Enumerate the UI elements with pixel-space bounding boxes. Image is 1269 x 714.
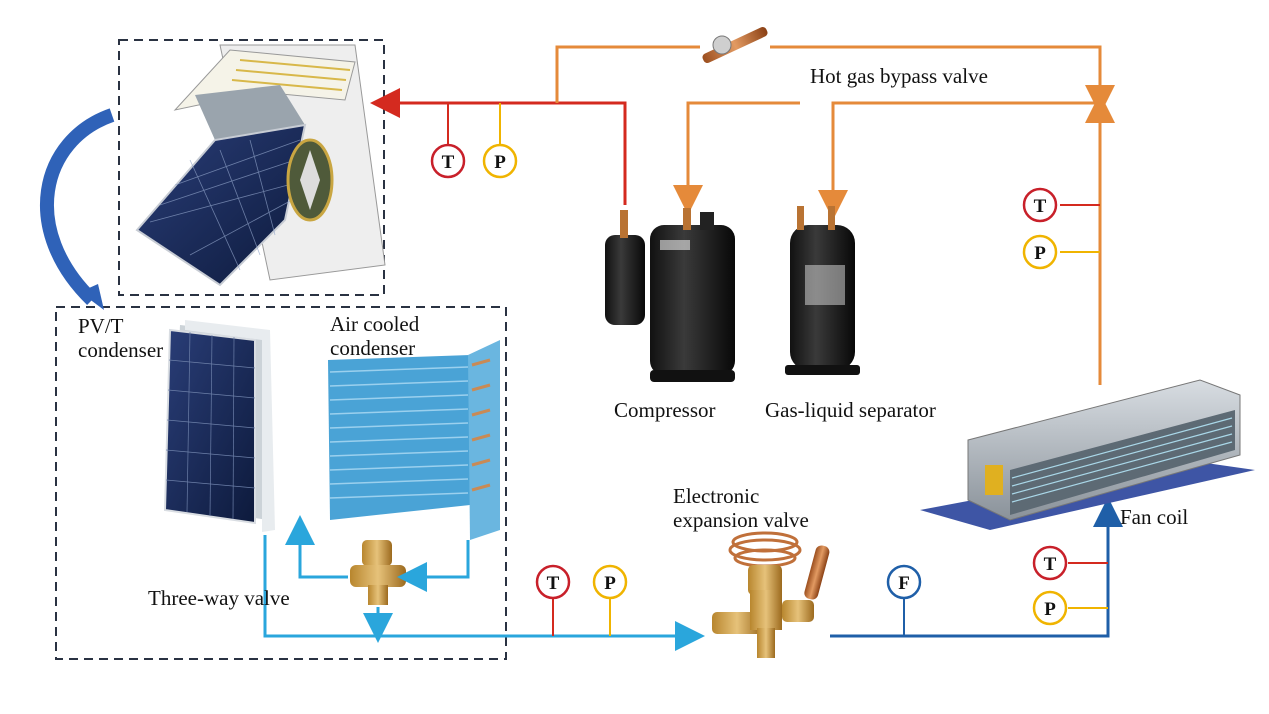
label-eev-1: Electronic [673, 484, 760, 508]
label-pvt-condenser-2: condenser [78, 338, 164, 362]
label-eev-2: expansion valve [673, 508, 809, 532]
discharge-line [370, 88, 627, 205]
top-pvt-module-box [118, 39, 385, 296]
aircooled-to-three-way-line [397, 540, 470, 592]
label-three-way-valve: Three-way valve [148, 586, 290, 610]
sensor-discharge-p: P [482, 143, 518, 179]
curved-arrow-head-icon [80, 284, 104, 310]
svg-text:T: T [547, 573, 560, 594]
svg-text:T: T [442, 152, 455, 173]
svg-text:P: P [494, 152, 506, 173]
pvt-module-image [135, 44, 386, 287]
pvt-condenser-image [163, 320, 275, 532]
sensor-fancoil-in-p: P [1032, 590, 1068, 626]
hot-gas-bypass-valve-image [702, 26, 768, 64]
sensor-liquid-p: P [592, 564, 628, 600]
label-compressor: Compressor [614, 398, 716, 422]
sensor-discharge-t: T [430, 143, 466, 179]
label-air-cooled-1: Air cooled [330, 312, 420, 336]
svg-text:F: F [898, 573, 910, 594]
label-hot-gas-bypass-valve: Hot gas bypass valve [810, 64, 988, 88]
svg-text:P: P [604, 573, 616, 594]
separator-inlet-line [818, 101, 1100, 220]
svg-text:P: P [1044, 599, 1056, 620]
air-cooled-condenser-image [328, 340, 500, 540]
bypass-outlet-line [770, 45, 1115, 115]
label-pvt-condenser-1: PV/T [78, 314, 124, 338]
three-way-valve-image [350, 540, 406, 605]
svg-text:T: T [1034, 196, 1047, 217]
svg-text:T: T [1044, 554, 1057, 575]
electronic-expansion-valve-image [712, 531, 830, 658]
compressor-suction-line [673, 101, 800, 215]
evaporator-inlet-line [830, 497, 1123, 638]
bypass-inlet-line [555, 45, 700, 103]
sensor-liquid-t: T [535, 564, 571, 600]
gas-liquid-separator-image [785, 206, 860, 375]
liquid-line [263, 535, 705, 651]
condenser-group-box [55, 306, 507, 660]
fan-coil-image [920, 379, 1255, 530]
sensor-fancoil-out-p: P [1022, 234, 1058, 270]
three-way-to-pvt-line [285, 515, 348, 579]
label-fan-coil: Fan coil [1120, 505, 1189, 529]
label-air-cooled-2: condenser [330, 336, 416, 360]
curved-arrow-icon [40, 108, 115, 306]
compressor-image [605, 208, 735, 382]
svg-text:P: P [1034, 243, 1046, 264]
sensor-flow-f: F [886, 564, 922, 600]
sensor-fancoil-in-t: T [1032, 545, 1068, 581]
sensor-fancoil-out-t: T [1022, 187, 1058, 223]
label-gas-liquid-separator: Gas-liquid separator [765, 398, 936, 422]
